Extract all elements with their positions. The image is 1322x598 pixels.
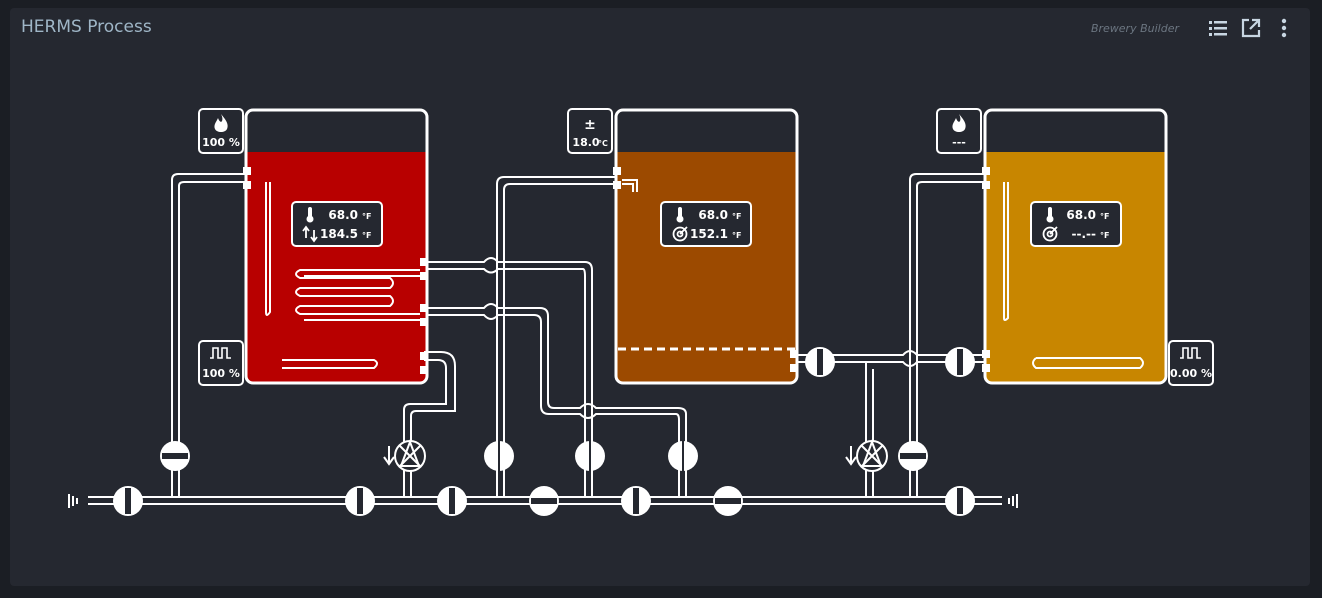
hlt-liquid: [246, 152, 427, 383]
svg-text:°C: °C: [598, 139, 608, 148]
valve-boil-in[interactable]: [945, 347, 975, 377]
pipe-ends: [68, 494, 1018, 508]
svg-text:184.5: 184.5: [320, 227, 358, 241]
pump-2-icon[interactable]: [856, 440, 888, 472]
mash-setpoint-display[interactable]: ± 18.0 °C: [567, 108, 613, 154]
svg-text:°F: °F: [732, 212, 741, 221]
valve-coil-bottom[interactable]: [668, 441, 698, 471]
svg-text:°F: °F: [362, 231, 371, 240]
list-icon[interactable]: [1206, 16, 1230, 40]
thermometer-icon: [306, 207, 314, 223]
more-vert-icon[interactable]: [1272, 16, 1296, 40]
hlt-heater-display[interactable]: 100 %: [198, 108, 244, 154]
hlt-temp-readout[interactable]: 68.0 °F 184.5 °F: [291, 201, 383, 247]
boil-whirlpool: [1032, 357, 1144, 369]
svg-text:152.1: 152.1: [690, 227, 728, 241]
boil-pwm-display[interactable]: 0.00 %: [1168, 340, 1214, 386]
svg-text:100 %: 100 %: [202, 367, 240, 380]
hlt-coil: [295, 269, 420, 321]
hlt-dip-tube: [265, 182, 271, 316]
valve-mash-in[interactable]: [484, 441, 514, 471]
svg-text:--.--: --.--: [1072, 227, 1097, 241]
valve-1[interactable]: [113, 486, 143, 516]
widget-toolbar: Brewery Builder: [1091, 16, 1296, 40]
svg-text:°F: °F: [732, 231, 741, 240]
boil-heater-display[interactable]: ---: [936, 108, 982, 154]
svg-text:68.0: 68.0: [328, 208, 358, 222]
hlt-pwm-display[interactable]: 100 %: [198, 340, 244, 386]
open-in-new-icon[interactable]: [1239, 16, 1263, 40]
valve-5[interactable]: [621, 486, 651, 516]
valve-3[interactable]: [437, 486, 467, 516]
pump-1-flow-arrow: [383, 446, 395, 466]
pwm-icon: [210, 347, 231, 359]
valve-7[interactable]: [945, 486, 975, 516]
svg-text:68.0: 68.0: [1066, 208, 1096, 222]
heat-arrows-icon: [302, 225, 318, 243]
valve-2[interactable]: [345, 486, 375, 516]
kettle-ports: [243, 167, 990, 374]
valve-4[interactable]: [529, 486, 559, 516]
target-icon: [672, 226, 688, 242]
pump-1-icon[interactable]: [394, 440, 426, 472]
boil-temp-readout[interactable]: 68.0 °F --.-- °F: [1030, 201, 1122, 247]
pwm-icon: [1180, 347, 1201, 359]
thermometer-icon: [676, 207, 684, 223]
flame-icon: [952, 114, 966, 132]
svg-text:68.0: 68.0: [698, 208, 728, 222]
widget-title: HERMS Process: [21, 17, 152, 37]
valve-mash-out[interactable]: [805, 347, 835, 377]
svg-text:°F: °F: [1100, 212, 1109, 221]
target-icon: [1042, 226, 1058, 242]
svg-text:---: ---: [952, 136, 966, 149]
svg-text:100 %: 100 %: [202, 136, 240, 149]
widget-subtitle: Brewery Builder: [1090, 21, 1179, 35]
boil-liquid: [985, 152, 1166, 383]
mash-inlet: [622, 179, 638, 192]
mash-temp-readout[interactable]: 68.0 °F 152.1 °F: [660, 201, 752, 247]
valve-hlt-left[interactable]: [160, 441, 190, 471]
valve-6[interactable]: [713, 486, 743, 516]
valve-coil-top[interactable]: [575, 441, 605, 471]
thermometer-icon: [1046, 207, 1054, 223]
flame-icon: [214, 114, 228, 132]
plus-minus-icon: ±: [584, 117, 596, 133]
svg-text:0.00 %: 0.00 %: [1170, 367, 1212, 380]
svg-text:°F: °F: [1100, 231, 1109, 240]
svg-text:18.0: 18.0: [572, 136, 599, 149]
mash-liquid: [616, 152, 797, 383]
pump-2-flow-arrow: [845, 446, 857, 466]
boil-dip-tube: [1003, 182, 1009, 321]
valve-boil-left[interactable]: [898, 441, 928, 471]
hlt-return: [282, 359, 378, 369]
svg-text:°F: °F: [362, 212, 371, 221]
